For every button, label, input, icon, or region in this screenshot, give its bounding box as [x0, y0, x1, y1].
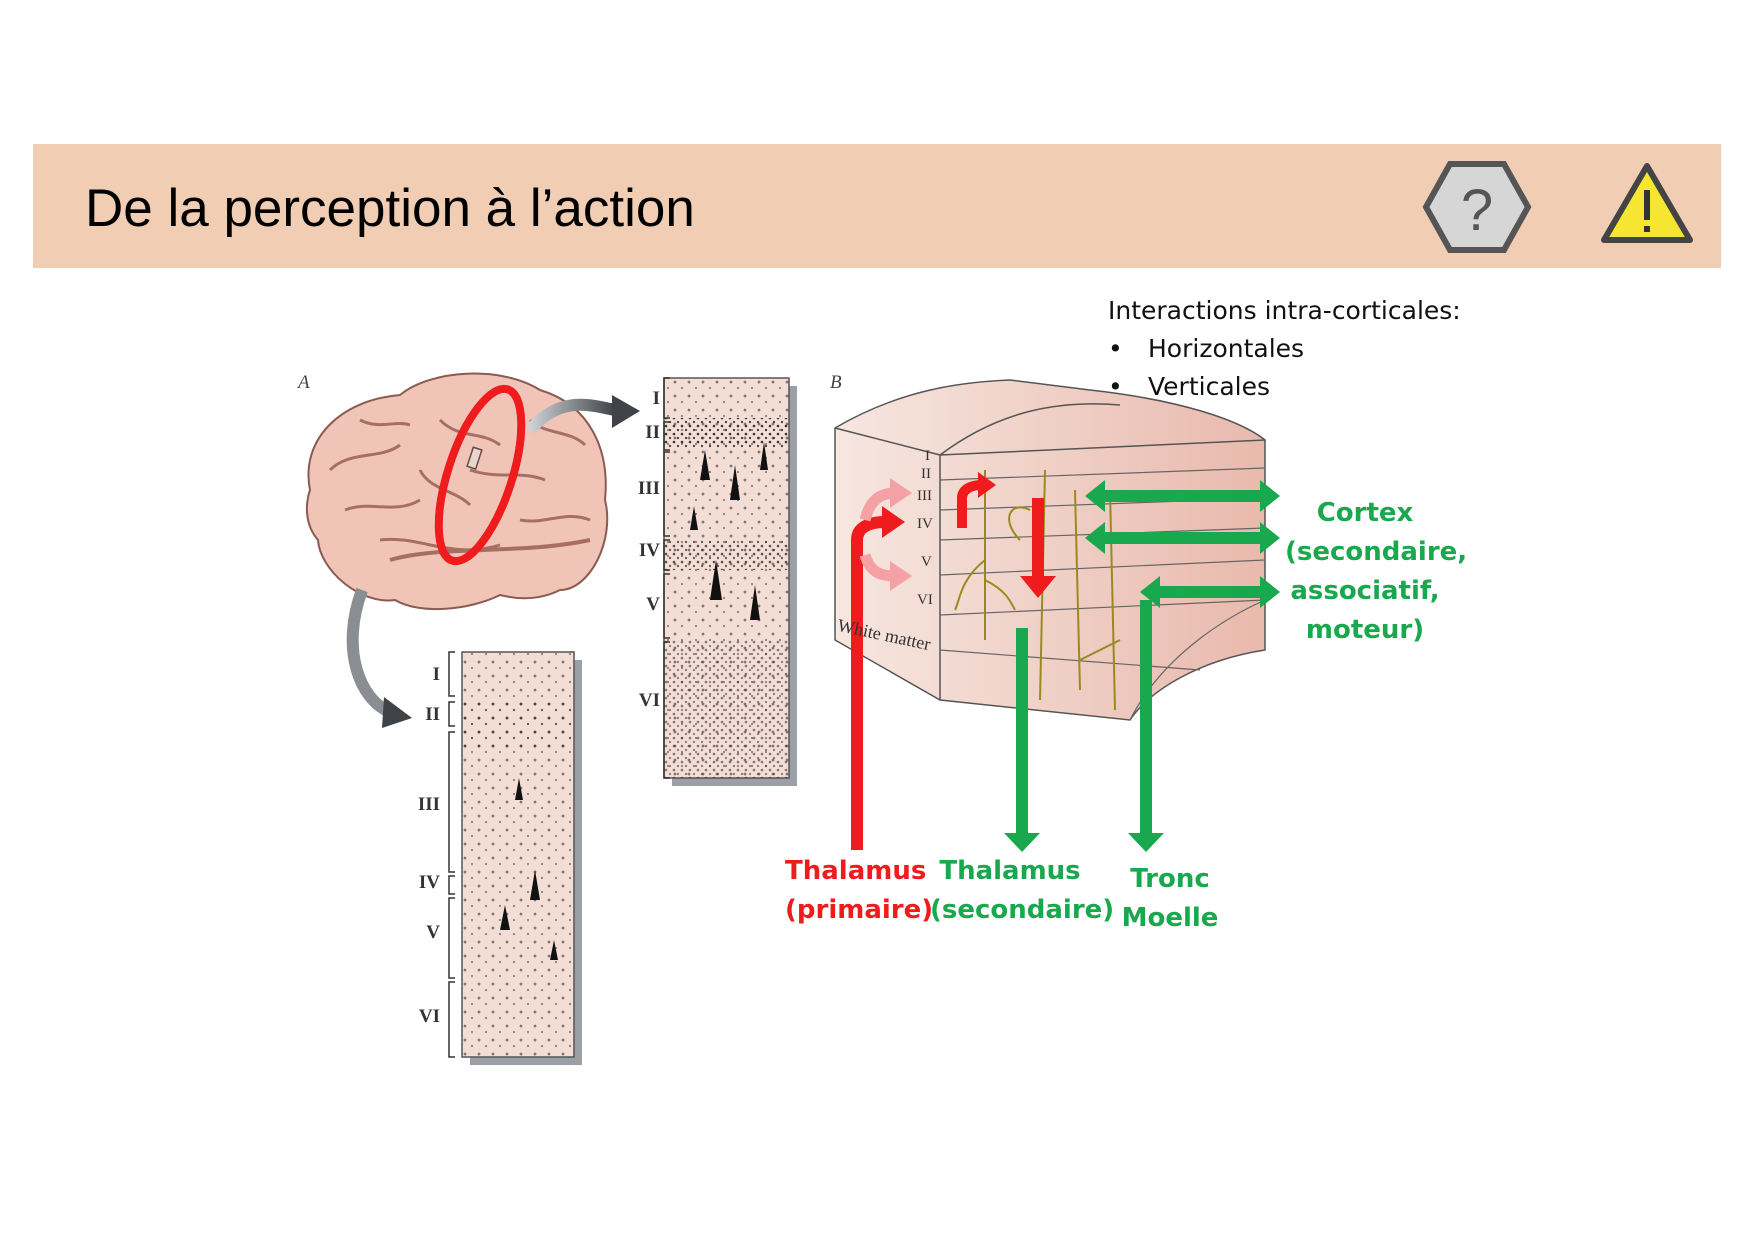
note-list: Horizontales Verticales — [1108, 330, 1461, 406]
layer-label: VI — [638, 690, 660, 711]
panel-b-label: B — [830, 372, 842, 393]
histology-column-lower — [448, 651, 582, 1065]
layer-label: I — [652, 388, 660, 409]
help-hexagon-icon[interactable]: ? — [1422, 160, 1532, 255]
interactions-note: Interactions intra-corticales: Horizonta… — [1108, 292, 1461, 406]
list-item: Verticales — [1108, 368, 1461, 406]
list-item: Horizontales — [1108, 330, 1461, 368]
horizontal-interaction-arrows — [1085, 480, 1280, 608]
layer-label: III — [637, 478, 660, 499]
layer-label: II — [425, 704, 440, 725]
note-heading: Interactions intra-corticales: — [1108, 296, 1461, 325]
tronc-line: Moelle — [1121, 903, 1219, 933]
warning-triangle-icon[interactable] — [1600, 160, 1695, 245]
thalamus-primary-line: Thalamus — [785, 856, 927, 886]
layer-label: V — [646, 594, 660, 615]
layer-label: VI — [418, 1006, 440, 1027]
layer-label: I — [925, 448, 930, 464]
vertical-output-arrows — [1004, 600, 1164, 852]
layer-label: III — [917, 488, 932, 504]
layer-label: IV — [917, 516, 933, 532]
zoom-arrows — [346, 395, 640, 728]
layer-label: II — [921, 466, 931, 482]
cortex-label-line: Cortex — [1316, 498, 1414, 528]
layer-label: VI — [917, 592, 933, 608]
slide-title: De la perception à l’action — [85, 179, 695, 238]
thalamus-primary-line: (primaire) — [785, 895, 934, 925]
panel-a-label: A — [298, 372, 310, 393]
layer-label: V — [921, 554, 932, 570]
cortical-block — [834, 379, 1266, 721]
cortex-label: Cortex (secondaire, associatif, moteur) — [1285, 494, 1468, 650]
thalamus-secondary-line: Thalamus — [939, 856, 1081, 886]
layer-label: IV — [638, 540, 660, 561]
layer-label: I — [432, 664, 440, 685]
cortex-label-line: moteur) — [1305, 615, 1425, 645]
thalamus-secondary-line: (secondaire) — [930, 895, 1115, 925]
layer-label: V — [426, 922, 440, 943]
svg-text:?: ? — [1461, 178, 1493, 243]
histology-column-upper — [663, 377, 797, 786]
thalamus-primary-label: Thalamus (primaire) — [785, 852, 934, 930]
tronc-moelle-label: Tronc Moelle — [1115, 860, 1225, 938]
layer-label: II — [645, 422, 660, 443]
brain-illustration — [305, 372, 609, 610]
thalamus-secondary-label: Thalamus (secondaire) — [930, 852, 1115, 930]
cortex-label-line: (secondaire, — [1285, 537, 1468, 567]
tronc-line: Tronc — [1130, 864, 1210, 894]
thalamic-input-arrows — [851, 472, 1056, 850]
layer-label: IV — [418, 872, 440, 893]
cortex-label-line: associatif, — [1290, 576, 1440, 606]
layer-label: III — [417, 794, 440, 815]
